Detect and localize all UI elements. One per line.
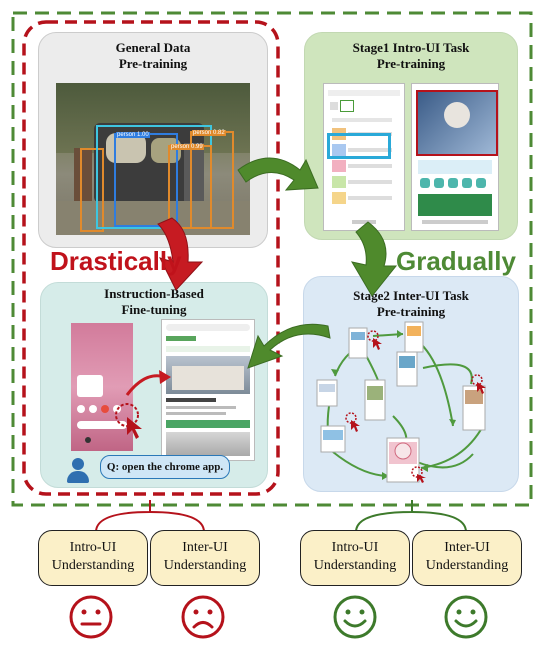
panel-general-pretraining: General Data Pre-training person 1.00 pe…	[38, 32, 268, 248]
arrow-green-left	[247, 323, 331, 369]
happy-face-icon-2	[444, 595, 488, 639]
panel-stage1: Stage1 Intro-UI Task Pre-training	[304, 32, 518, 240]
det-label-3: person 0.82	[192, 130, 226, 136]
finetune-phone-browser	[161, 319, 255, 461]
label-drastically: Drastically	[50, 246, 182, 276]
outcome-label-3: Intro-UI Understanding	[313, 540, 397, 573]
arrow-green-right	[237, 157, 319, 191]
neutral-face-icon	[69, 595, 113, 639]
stage1-highlight-box	[327, 133, 391, 159]
outcome-box-3: Intro-UI Understanding	[300, 530, 410, 586]
stage2-graph	[316, 321, 486, 483]
sad-face-icon	[181, 595, 225, 639]
stage2-tap-markers	[345, 330, 486, 483]
transition-arrow-icon	[125, 370, 171, 396]
outer-dashed-frame	[11, 11, 533, 507]
happy-face-icon-1	[333, 595, 377, 639]
det-label-2: person 0.99	[170, 144, 204, 150]
bbox-orange-1	[80, 148, 104, 232]
stage2-screens	[316, 321, 486, 483]
arrow-green-down	[350, 221, 398, 297]
panel-title-general: General Data Pre-training	[115, 40, 191, 71]
outcome-label-1: Intro-UI Understanding	[51, 540, 135, 573]
panel-instruction-finetuning: Instruction-Based Fine-tuning	[40, 282, 268, 488]
outcome-box-4: Inter-UI Understanding	[412, 530, 522, 586]
tap-cursor-icon	[115, 403, 142, 439]
query-bubble: Q: open the chrome app.	[100, 455, 230, 479]
user-avatar-icon	[66, 458, 90, 484]
red-dashed-frame	[22, 20, 280, 496]
label-gradually: Gradually	[396, 246, 516, 276]
det-label-1: person 1.00	[116, 132, 150, 138]
outcome-label-2: Inter-UI Understanding	[163, 540, 247, 573]
panel-title-stage1: Stage1 Intro-UI Task Pre-training	[352, 40, 470, 71]
photo-car-people: person 1.00 person 0.99 person 0.82	[56, 83, 250, 235]
outcome-box-1: Intro-UI Understanding	[38, 530, 148, 586]
panel-title-instruction: Instruction-Based Fine-tuning	[104, 286, 204, 317]
outcome-label-4: Inter-UI Understanding	[425, 540, 509, 573]
stage1-phone-right	[411, 83, 499, 231]
query-text: Q: open the chrome app.	[106, 461, 224, 473]
finetune-phone-home	[71, 323, 133, 451]
outcome-box-2: Inter-UI Understanding	[150, 530, 260, 586]
arrow-red-down	[157, 217, 204, 291]
